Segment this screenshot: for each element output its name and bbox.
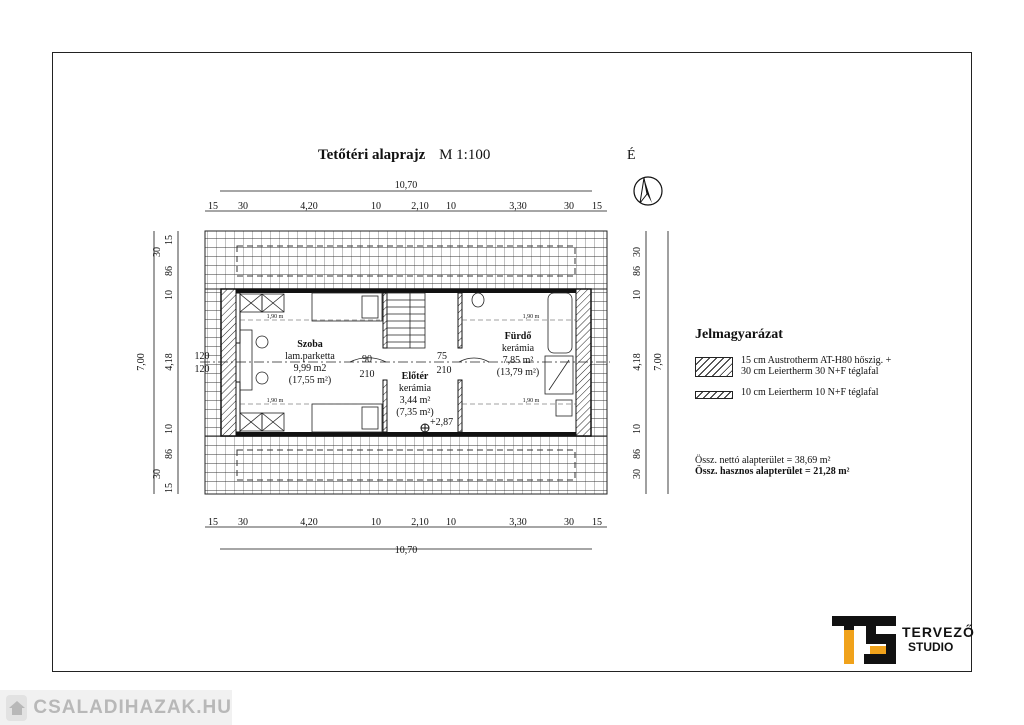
logo-word-2: STUDIO: [908, 640, 954, 654]
room-szoba-name: Szoba: [297, 339, 323, 350]
site-watermark[interactable]: CSALADIHAZAK.HU: [0, 690, 232, 725]
furniture: [239, 292, 574, 433]
logo-word-1: TERVEZŐ: [902, 624, 975, 640]
legend-item-1-line1: 15 cm Austrotherm AT-H80 hőszig. +: [741, 355, 892, 366]
height-190-b: 1,90 m: [267, 398, 284, 404]
dim-left-8: 15: [164, 483, 175, 493]
north-arrow-icon: [633, 176, 663, 206]
dim-right-2: 10: [632, 290, 643, 300]
level-marker-icon: [420, 423, 430, 433]
room-furdo-name: Fürdő: [505, 331, 532, 342]
legend-title: Jelmagyarázat: [695, 327, 783, 342]
room-eloter-gross: (7,35 m²): [396, 407, 433, 418]
drawing-title: Tetőtéri alaprajz M 1:100: [318, 147, 490, 164]
dim-top-8: 15: [592, 201, 602, 212]
dim-right-4: 10: [632, 424, 643, 434]
dim-left-2: 86: [164, 266, 175, 276]
dim-bottom-7: 30: [564, 517, 574, 528]
dim-bottom-5: 10: [446, 517, 456, 528]
level-value: +2,87: [430, 417, 453, 428]
height-190-c: 1,90 m: [523, 314, 540, 320]
dim-right-6: 30: [632, 469, 643, 479]
sill-left-a: 120: [195, 351, 210, 362]
drawing-sheet: [52, 52, 972, 672]
room-szoba-gross: (17,55 m²): [289, 375, 331, 386]
dim-overall-top: 10,70: [395, 180, 418, 191]
legend-swatch-thin-wall: [695, 391, 733, 399]
legend-item-1: 15 cm Austrotherm AT-H80 hőszig. + 30 cm…: [695, 355, 935, 377]
north-label: É: [627, 148, 636, 163]
dim-left-4: 4,18: [164, 353, 175, 371]
interior-walls: [235, 292, 463, 433]
dim-top-3: 10: [371, 201, 381, 212]
room-szoba-floor: lam.parketta: [285, 351, 335, 362]
dim-bottom-1: 30: [238, 517, 248, 528]
room-eloter-floor: kerámia: [399, 383, 432, 394]
sill-left-b: 120: [195, 364, 210, 375]
studio-logo: TERVEZŐ STUDIO: [830, 610, 974, 668]
room-eloter-name: Előtér: [402, 371, 429, 382]
dim-left-7: 30: [152, 469, 163, 479]
dim-bottom-6: 3,30: [509, 517, 527, 528]
dim-top-5: 10: [446, 201, 456, 212]
area-summary: Össz. nettó alapterület = 38,69 m² Össz.…: [695, 455, 850, 477]
dim-left-1: 30: [152, 247, 163, 257]
dim-bottom-3: 10: [371, 517, 381, 528]
door-a-height: 210: [360, 369, 375, 380]
legend-item-1-line2: 30 cm Leiertherm 30 N+F téglafal: [741, 366, 879, 377]
area-net: Össz. nettó alapterület = 38,69 m²: [695, 455, 831, 466]
dim-right-5: 86: [632, 449, 643, 459]
room-furdo-gross: (13,79 m²): [497, 367, 539, 378]
dim-top-2: 4,20: [300, 201, 318, 212]
title-main: Tetőtéri alaprajz: [318, 147, 426, 163]
dim-top-0: 15: [208, 201, 218, 212]
dim-bottom-0: 15: [208, 517, 218, 528]
dim-bottom-8: 15: [592, 517, 602, 528]
ts-logo-icon: [832, 616, 896, 664]
dimension-lines: [153, 190, 669, 550]
dim-top-7: 30: [564, 201, 574, 212]
legend: Jelmagyarázat 15 cm Austrotherm AT-H80 h…: [695, 327, 935, 409]
site-label: CSALADIHAZAK.HU: [33, 696, 232, 718]
dim-top-4: 2,10: [411, 201, 429, 212]
legend-swatch-thick-wall: [695, 357, 733, 377]
room-furdo-floor: kerámia: [502, 343, 535, 354]
dim-left-3: 10: [164, 290, 175, 300]
area-useful: Össz. hasznos alapterület = 21,28 m²: [695, 466, 850, 477]
dim-overall-right: 7,00: [653, 353, 664, 371]
exterior-walls: [220, 288, 592, 437]
dim-bottom-2: 4,20: [300, 517, 318, 528]
room-szoba-net: 9,99 m2: [294, 363, 327, 374]
dim-top-1: 30: [238, 201, 248, 212]
room-furdo-net: 7,85 m²: [503, 355, 534, 366]
door-b-width: 75: [437, 351, 447, 362]
dim-bottom-4: 2,10: [411, 517, 429, 528]
dim-right-0: 30: [632, 247, 643, 257]
dim-overall-left: 7,00: [136, 353, 147, 371]
dim-left-5: 10: [164, 424, 175, 434]
dim-top-6: 3,30: [509, 201, 527, 212]
door-a-width: 90: [362, 354, 372, 365]
dim-left-6: 86: [164, 449, 175, 459]
dim-right-3: 4,18: [632, 353, 643, 371]
height-190-d: 1,90 m: [523, 398, 540, 404]
height-190-a: 1,90 m: [267, 314, 284, 320]
dim-left-0: 15: [164, 235, 175, 245]
dim-overall-bottom: 10,70: [395, 545, 418, 556]
legend-item-2-text: 10 cm Leiertherm 10 N+F téglafal: [741, 387, 879, 398]
door-b-height: 210: [437, 365, 452, 376]
dim-right-1: 86: [632, 266, 643, 276]
house-icon: [6, 694, 28, 721]
legend-item-2: 10 cm Leiertherm 10 N+F téglafal: [695, 387, 935, 399]
title-scale: M 1:100: [439, 147, 491, 163]
room-eloter-net: 3,44 m²: [400, 395, 431, 406]
